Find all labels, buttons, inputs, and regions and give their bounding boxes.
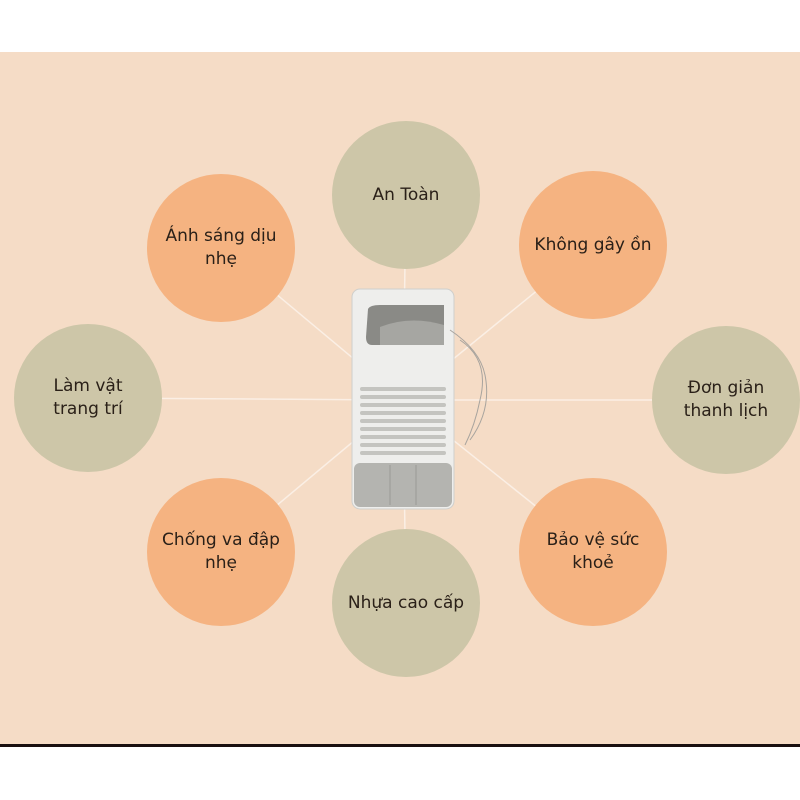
bottom-divider — [0, 744, 800, 747]
feature-don-gian: Đơn giản thanh lịch — [652, 326, 800, 474]
feature-an-toan: An Toàn — [332, 121, 480, 269]
feature-chong-va: Chống va đập nhẹ — [147, 478, 295, 626]
feature-bao-ve: Bảo vệ sức khoẻ — [519, 478, 667, 626]
feature-anh-sang: Ánh sáng dịu nhẹ — [147, 174, 295, 322]
feature-khong-gay-on: Không gây ồn — [519, 171, 667, 319]
power-cable — [449, 329, 488, 446]
feature-nhua: Nhựa cao cấp — [332, 529, 480, 677]
feature-lam-vat-trang-tri: Làm vật trang trí — [14, 324, 162, 472]
product-image-air-cooler — [351, 288, 455, 510]
